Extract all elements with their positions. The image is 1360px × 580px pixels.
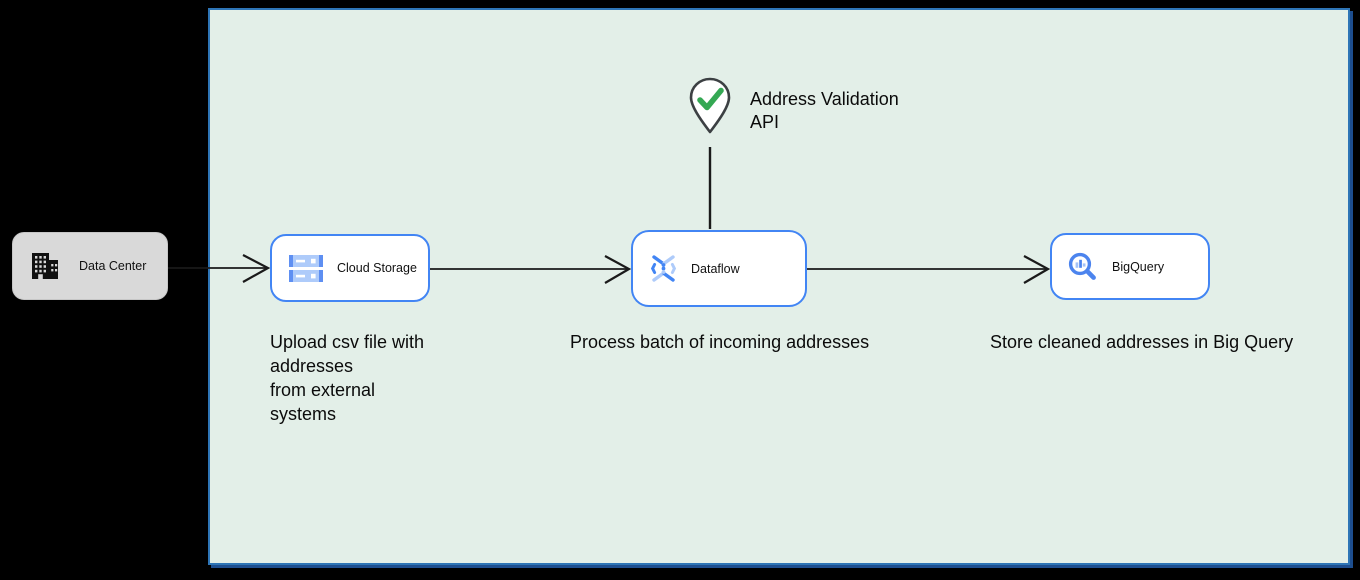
map-pin-check-icon <box>687 76 733 136</box>
node-dataflow[interactable]: Dataflow <box>631 230 807 307</box>
cloud-storage-icon <box>289 254 323 283</box>
dataflow-icon <box>650 254 677 283</box>
bigquery-icon <box>1067 251 1098 282</box>
node-label-dataflow: Dataflow <box>691 261 740 276</box>
building-icon <box>31 251 59 281</box>
node-label-address-validation-api: Address Validation API <box>750 89 899 132</box>
node-label-bigquery: BigQuery <box>1112 259 1165 274</box>
node-label-data-center: Data Center <box>79 259 147 273</box>
annotation-store-cleaned: Store cleaned addresses in Big Query <box>990 332 1294 352</box>
node-label-cloud-storage: Cloud Storage <box>337 261 417 275</box>
node-address-validation-api[interactable] <box>687 76 733 136</box>
node-bigquery[interactable]: BigQuery <box>1050 233 1210 300</box>
node-data-center[interactable]: Data Center <box>12 232 168 300</box>
annotation-process-batch: Process batch of incoming addresses <box>570 332 870 352</box>
node-cloud-storage[interactable]: Cloud Storage <box>270 234 430 302</box>
annotation-upload-csv: Upload csv file with addresses from exte… <box>270 332 425 424</box>
